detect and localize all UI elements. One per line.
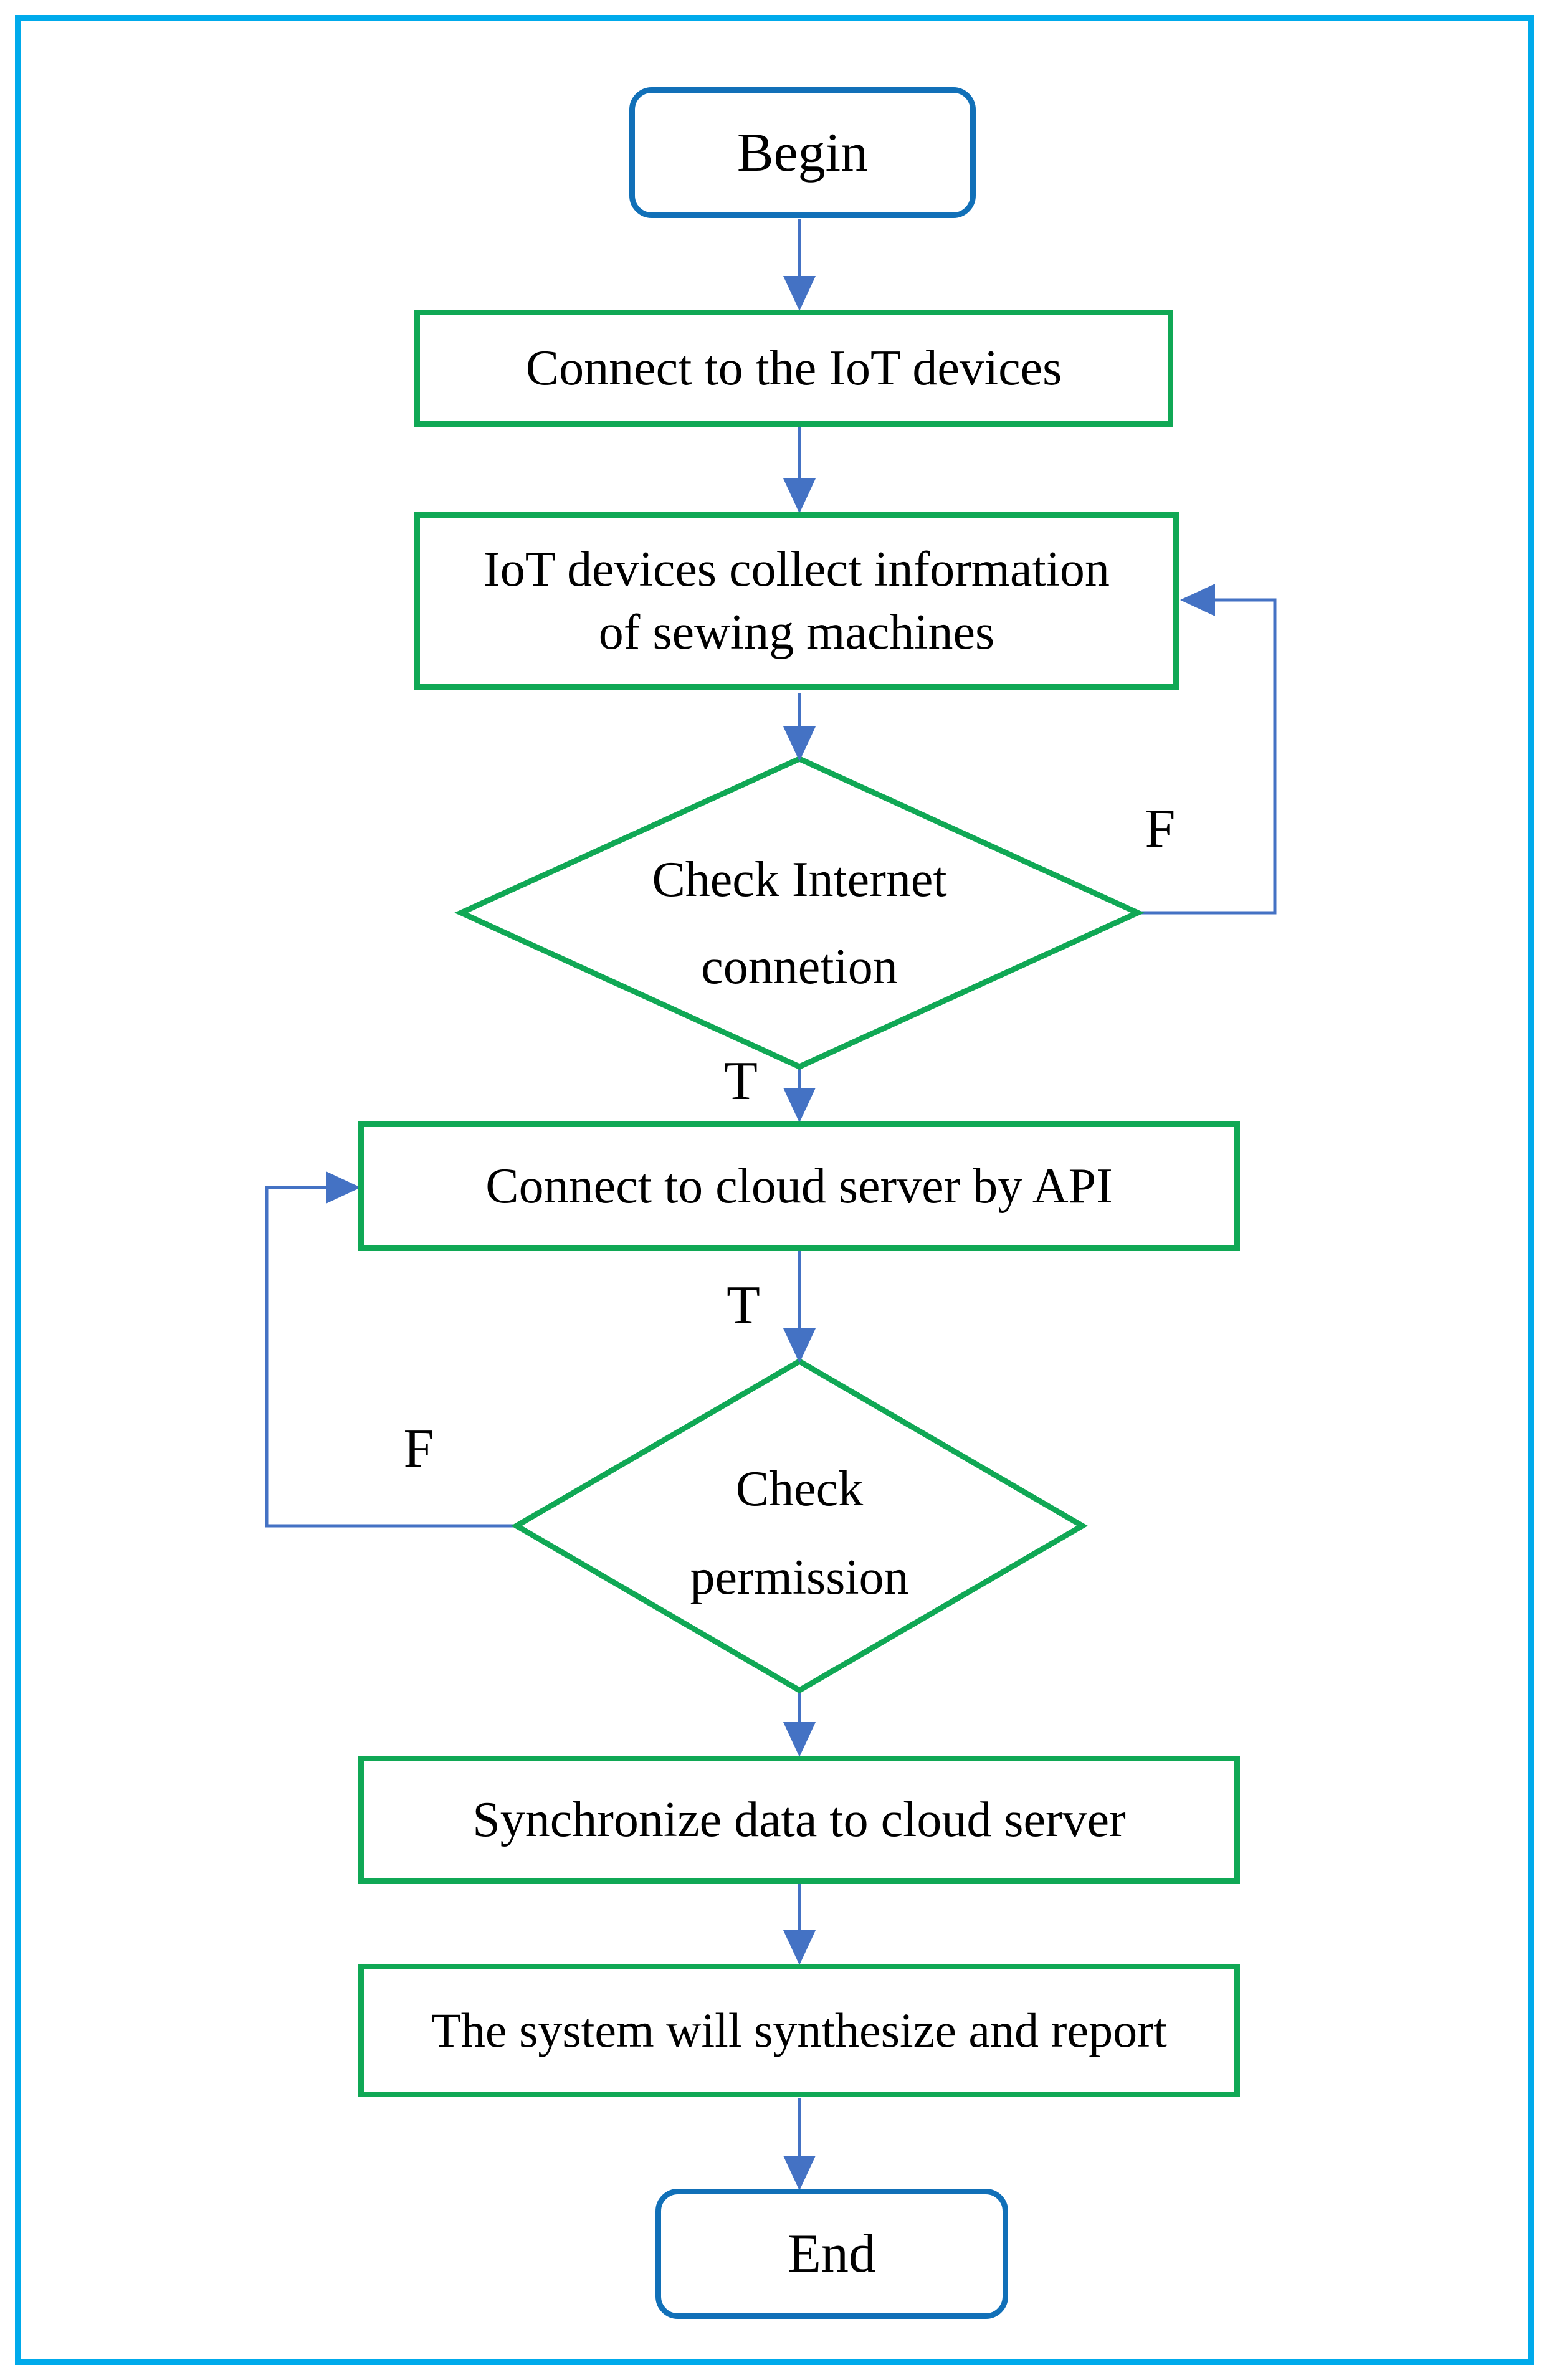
node-check-internet-line1: Check Internet xyxy=(652,852,947,907)
node-sync-data: Synchronize data to cloud server xyxy=(358,1756,1240,1884)
arrowhead-into-end xyxy=(783,2156,816,2191)
arrowhead-into-connect-cloud xyxy=(783,1088,816,1123)
node-connect-cloud-label: Connect to cloud server by API xyxy=(485,1158,1113,1214)
connector-internet-false-loop xyxy=(1139,598,1277,915)
edge-label-internet-false: F xyxy=(1145,799,1176,859)
decision-diamond-check-permission xyxy=(511,1358,1088,1694)
arrowhead-into-check-permission xyxy=(783,1328,816,1363)
connector-permission-false-loop xyxy=(265,1186,522,1528)
node-check-internet-line2: connetion xyxy=(701,940,898,994)
arrowhead-false-into-connect-cloud xyxy=(326,1171,361,1204)
node-collect-info-line1: IoT devices collect information xyxy=(484,541,1110,597)
node-synthesize-report: The system will synthesize and report xyxy=(358,1964,1240,2097)
node-check-permission-label: Check permission xyxy=(550,1445,1049,1622)
edge-label-permission-false: F xyxy=(403,1419,434,1479)
node-end-label: End xyxy=(788,2224,876,2284)
node-connect-cloud: Connect to cloud server by API xyxy=(358,1121,1240,1251)
arrowhead-false-into-collect-info xyxy=(1180,584,1215,616)
node-connect-iot-label: Connect to the IoT devices xyxy=(525,340,1062,396)
decision-diamond-check-internet xyxy=(454,756,1145,1070)
node-sync-data-label: Synchronize data to cloud server xyxy=(472,1792,1126,1847)
node-begin: Begin xyxy=(629,87,976,218)
arrowhead-into-connect-iot xyxy=(783,276,816,311)
node-collect-info: IoT devices collect information of sewin… xyxy=(414,512,1179,690)
node-begin-label: Begin xyxy=(736,122,869,183)
page-border xyxy=(15,15,1534,2365)
arrowhead-into-collect-info xyxy=(783,478,816,513)
node-check-internet-label: Check Internet connetion xyxy=(550,836,1049,1011)
edge-label-internet-true: T xyxy=(724,1051,758,1111)
node-check-permission-line2: permission xyxy=(690,1550,909,1605)
arrowhead-into-check-internet xyxy=(783,726,816,761)
node-collect-info-line2: of sewing machines xyxy=(598,604,995,660)
node-synthesize-report-label: The system will synthesize and report xyxy=(431,2003,1167,2057)
edge-label-cloud-true: T xyxy=(727,1275,760,1336)
node-end: End xyxy=(655,2189,1008,2319)
node-check-permission-line1: Check xyxy=(735,1462,864,1516)
node-connect-iot: Connect to the IoT devices xyxy=(414,310,1173,427)
arrowhead-into-synthesize xyxy=(783,1930,816,1965)
arrowhead-into-sync-data xyxy=(783,1722,816,1757)
